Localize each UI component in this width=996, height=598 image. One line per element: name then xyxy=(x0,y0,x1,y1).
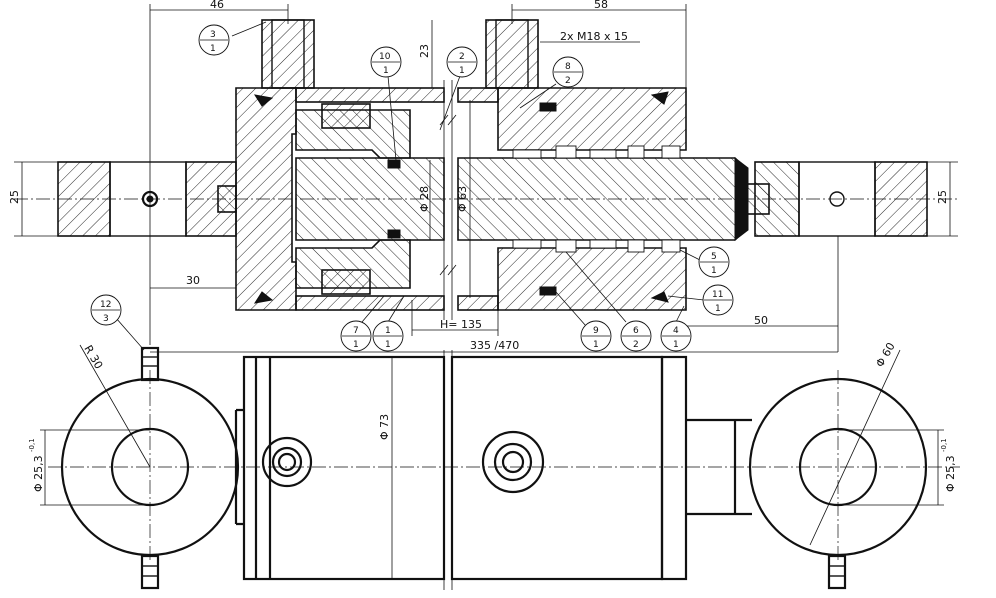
svg-text:3: 3 xyxy=(103,314,109,324)
grease-nipple-bottom-left xyxy=(140,554,160,590)
svg-text:8: 8 xyxy=(565,62,571,72)
tube-bottom-right xyxy=(457,295,499,311)
callout-10: 10 1 xyxy=(370,46,402,161)
dim-23: 23 xyxy=(418,44,431,58)
dim-tol-left: -0,1 xyxy=(28,438,36,452)
svg-text:6: 6 xyxy=(633,326,639,336)
callout-3: 3 1 xyxy=(198,21,267,56)
tube-bottom-left xyxy=(295,295,445,311)
callout-7: 7 1 xyxy=(340,295,385,352)
svg-text:3: 3 xyxy=(210,30,216,40)
dim-tol-right: -0,1 xyxy=(940,438,948,452)
dim-phi60: Φ 60 xyxy=(873,340,897,369)
svg-text:1: 1 xyxy=(593,340,599,350)
svg-text:1: 1 xyxy=(385,340,391,350)
dim-phi25-right: Φ 25,3 xyxy=(944,455,957,492)
callout-8: 8 2 xyxy=(519,56,584,109)
svg-text:1: 1 xyxy=(383,66,389,76)
grease-nipple-bottom-right xyxy=(827,554,847,590)
dim-phi25-left: Φ 25,3 xyxy=(32,455,45,492)
svg-text:12: 12 xyxy=(100,300,111,310)
dim-r30: R 30 xyxy=(81,343,105,371)
svg-text:5: 5 xyxy=(711,252,717,262)
svg-text:2: 2 xyxy=(565,76,571,86)
svg-text:9: 9 xyxy=(593,326,599,336)
callout-11: 11 1 xyxy=(667,284,734,316)
callout-6: 6 2 xyxy=(565,251,652,352)
svg-text:1: 1 xyxy=(385,326,391,336)
dim-phi63: Φ 63 xyxy=(456,186,469,212)
dim-50: 50 xyxy=(754,314,768,327)
dim-30: 30 xyxy=(186,274,200,287)
thread-spec: 2x M18 x 15 xyxy=(560,30,628,43)
callout-2: 2 1 xyxy=(439,46,478,131)
outside-view xyxy=(48,346,960,590)
gland-seals xyxy=(512,145,681,253)
svg-text:1: 1 xyxy=(353,340,359,350)
port-left xyxy=(261,19,315,89)
svg-text:1: 1 xyxy=(715,304,721,314)
svg-text:1: 1 xyxy=(711,266,717,276)
callout-1: 1 1 xyxy=(372,295,405,352)
svg-text:1: 1 xyxy=(459,66,465,76)
dim-25-right: 25 xyxy=(936,190,949,204)
callout-4: 4 1 xyxy=(660,305,692,352)
dim-25-left: 25 xyxy=(8,190,21,204)
svg-text:1: 1 xyxy=(673,340,679,350)
callout-9: 9 1 xyxy=(555,291,612,352)
dim-length: 335 /470 xyxy=(470,339,519,352)
dim-h135: H= 135 xyxy=(440,318,482,331)
dim-46: 46 xyxy=(210,0,224,11)
dim-phi28: Φ 28 xyxy=(418,186,431,212)
svg-text:10: 10 xyxy=(379,52,391,62)
svg-text:1: 1 xyxy=(210,44,216,54)
svg-text:2: 2 xyxy=(633,340,639,350)
svg-text:4: 4 xyxy=(673,326,679,336)
tube-top-left xyxy=(295,87,445,103)
dimension-lines xyxy=(14,4,958,579)
svg-text:2: 2 xyxy=(459,52,465,62)
callout-5: 5 1 xyxy=(679,246,730,278)
callout-12: 12 3 xyxy=(90,294,145,351)
svg-text:7: 7 xyxy=(353,326,359,336)
dim-58: 58 xyxy=(594,0,608,11)
section-view xyxy=(14,19,960,320)
dim-phi73: Φ 73 xyxy=(378,414,391,440)
tube-top-right xyxy=(457,87,499,103)
callouts: 3 1 10 1 2 1 8 2 5 1 xyxy=(90,21,734,352)
port-right xyxy=(485,19,539,89)
svg-text:11: 11 xyxy=(712,290,723,300)
